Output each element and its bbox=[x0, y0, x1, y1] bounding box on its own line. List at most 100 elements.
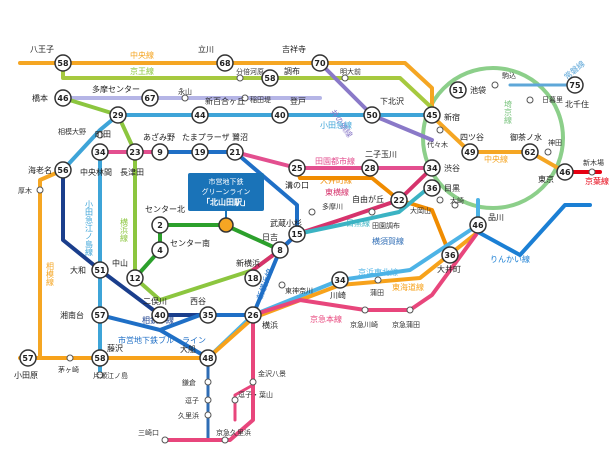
stop-shinyokohama: 18 新横浜 bbox=[236, 258, 262, 287]
station-tamaplaza: たまプラーザ bbox=[182, 133, 230, 142]
station-kanazawahakkei: 金沢八景 bbox=[258, 369, 286, 378]
station-chofu: 調布 bbox=[284, 66, 300, 76]
callout-line2: グリーンライン bbox=[202, 187, 251, 196]
stop-shibuya: 34 渋谷 bbox=[423, 159, 460, 177]
station-shinyokohama: 新横浜 bbox=[236, 258, 260, 268]
station-futamatagawa: 二俣川 bbox=[143, 297, 167, 306]
callout-box bbox=[188, 173, 264, 211]
keio-line bbox=[61, 61, 434, 110]
svg-text:50: 50 bbox=[366, 111, 378, 120]
stop-meguro: 36 目黒 bbox=[423, 179, 460, 197]
lines bbox=[18, 61, 602, 442]
svg-text:19: 19 bbox=[194, 148, 206, 157]
svg-text:21: 21 bbox=[229, 148, 241, 157]
station-sagamiono: 相模大野 bbox=[58, 127, 86, 136]
station-ochanomizu: 御茶ノ水 bbox=[510, 132, 542, 142]
label-saikyo: 埼京線 bbox=[504, 99, 513, 124]
meguro-line bbox=[295, 183, 434, 236]
label-chuo-w: 中央線 bbox=[130, 50, 154, 60]
rinkai-line bbox=[476, 203, 592, 257]
station-azamino: あざみ野 bbox=[143, 132, 175, 142]
svg-text:46: 46 bbox=[57, 94, 69, 103]
label-blue-line: 市営地下鉄ブルーライン bbox=[118, 335, 206, 345]
label-keio: 京王線 bbox=[130, 66, 154, 76]
station-fujisawa: 藤沢 bbox=[107, 343, 123, 353]
svg-text:45: 45 bbox=[426, 111, 438, 120]
svg-text:75: 75 bbox=[569, 81, 581, 90]
station-shibuya: 渋谷 bbox=[444, 163, 460, 173]
stop-ochanomizu: 62 御茶ノ水 bbox=[510, 132, 542, 161]
svg-text:25: 25 bbox=[291, 164, 303, 173]
station-jiyugaoka: 自由が丘 bbox=[352, 194, 384, 204]
station-nishiya: 西谷 bbox=[190, 297, 206, 306]
station-nagayama: 永山 bbox=[178, 87, 192, 96]
svg-text:9: 9 bbox=[157, 148, 163, 157]
stop-mizonokuchi: 25 溝の口 bbox=[285, 159, 309, 190]
svg-text:58: 58 bbox=[57, 59, 69, 68]
station-hiyoshi: 日吉 bbox=[262, 233, 278, 242]
station-ebina: 海老名 bbox=[28, 165, 52, 175]
label-rinkai: りんかい線 bbox=[490, 254, 530, 264]
minor-stations: 分倍河原 明大前 永山 稲田堤 駒込 日暮里 代々木 神田 新木場 相模大野 大… bbox=[18, 67, 604, 444]
callout-line1: 市営地下鉄 bbox=[209, 177, 244, 186]
station-yoyogi: 代々木 bbox=[427, 140, 448, 149]
keikyu-line bbox=[163, 230, 480, 442]
svg-text:15: 15 bbox=[291, 230, 303, 239]
label-odakyu-enoshima: 小田急江ノ島線 bbox=[85, 200, 94, 256]
station-tamagawa: 多摩川 bbox=[322, 202, 343, 211]
label-sagami: 相模線 bbox=[46, 261, 55, 286]
station-kawasaki: 川崎 bbox=[330, 290, 346, 300]
svg-text:34: 34 bbox=[426, 164, 438, 173]
svg-text:57: 57 bbox=[22, 354, 33, 363]
station-shinagawa: 品川 bbox=[488, 213, 504, 222]
station-tokyo: 東京 bbox=[538, 174, 554, 184]
station-mizonokuchi: 溝の口 bbox=[285, 180, 309, 190]
svg-text:44: 44 bbox=[194, 111, 206, 120]
svg-text:22: 22 bbox=[393, 196, 404, 205]
svg-text:36: 36 bbox=[426, 184, 438, 193]
label-keiyo: 京葉線 bbox=[585, 176, 609, 186]
svg-text:12: 12 bbox=[129, 274, 140, 283]
station-zushihayama: 逗子・葉山 bbox=[238, 390, 273, 399]
station-shinyurigaoka: 新百合ヶ丘 bbox=[205, 96, 245, 106]
station-oimachi: 大井町 bbox=[437, 264, 461, 274]
station-osaki: 大崎 bbox=[450, 196, 464, 205]
svg-text:62: 62 bbox=[524, 148, 535, 157]
stop-jiyugaoka: 22 自由が丘 bbox=[352, 191, 408, 209]
label-oimachi: 大井町線 bbox=[320, 175, 352, 185]
station-tamacenter: 多摩センター bbox=[92, 84, 140, 94]
station-meidaimae: 明大前 bbox=[340, 67, 361, 76]
station-katasenoshima: 片瀬江ノ島 bbox=[93, 371, 128, 380]
station-kurihama: 久里浜 bbox=[178, 411, 199, 420]
station-odawara: 小田原 bbox=[14, 371, 38, 380]
svg-text:51: 51 bbox=[94, 266, 106, 275]
svg-text:2: 2 bbox=[157, 221, 163, 230]
station-meguro: 目黒 bbox=[444, 184, 460, 193]
station-noborito: 登戸 bbox=[290, 96, 306, 106]
station-oookayama: 大岡山 bbox=[410, 206, 431, 215]
station-inagi: 稲田堤 bbox=[250, 95, 271, 104]
station-nagatsuta: 長津田 bbox=[120, 167, 144, 177]
station-keikyukawasaki: 京急川崎 bbox=[350, 320, 378, 329]
station-misakiguchi: 三崎口 bbox=[138, 428, 159, 437]
svg-text:48: 48 bbox=[202, 354, 214, 363]
station-bunbaigawara: 分倍河原 bbox=[236, 67, 264, 76]
svg-text:18: 18 bbox=[247, 274, 259, 283]
